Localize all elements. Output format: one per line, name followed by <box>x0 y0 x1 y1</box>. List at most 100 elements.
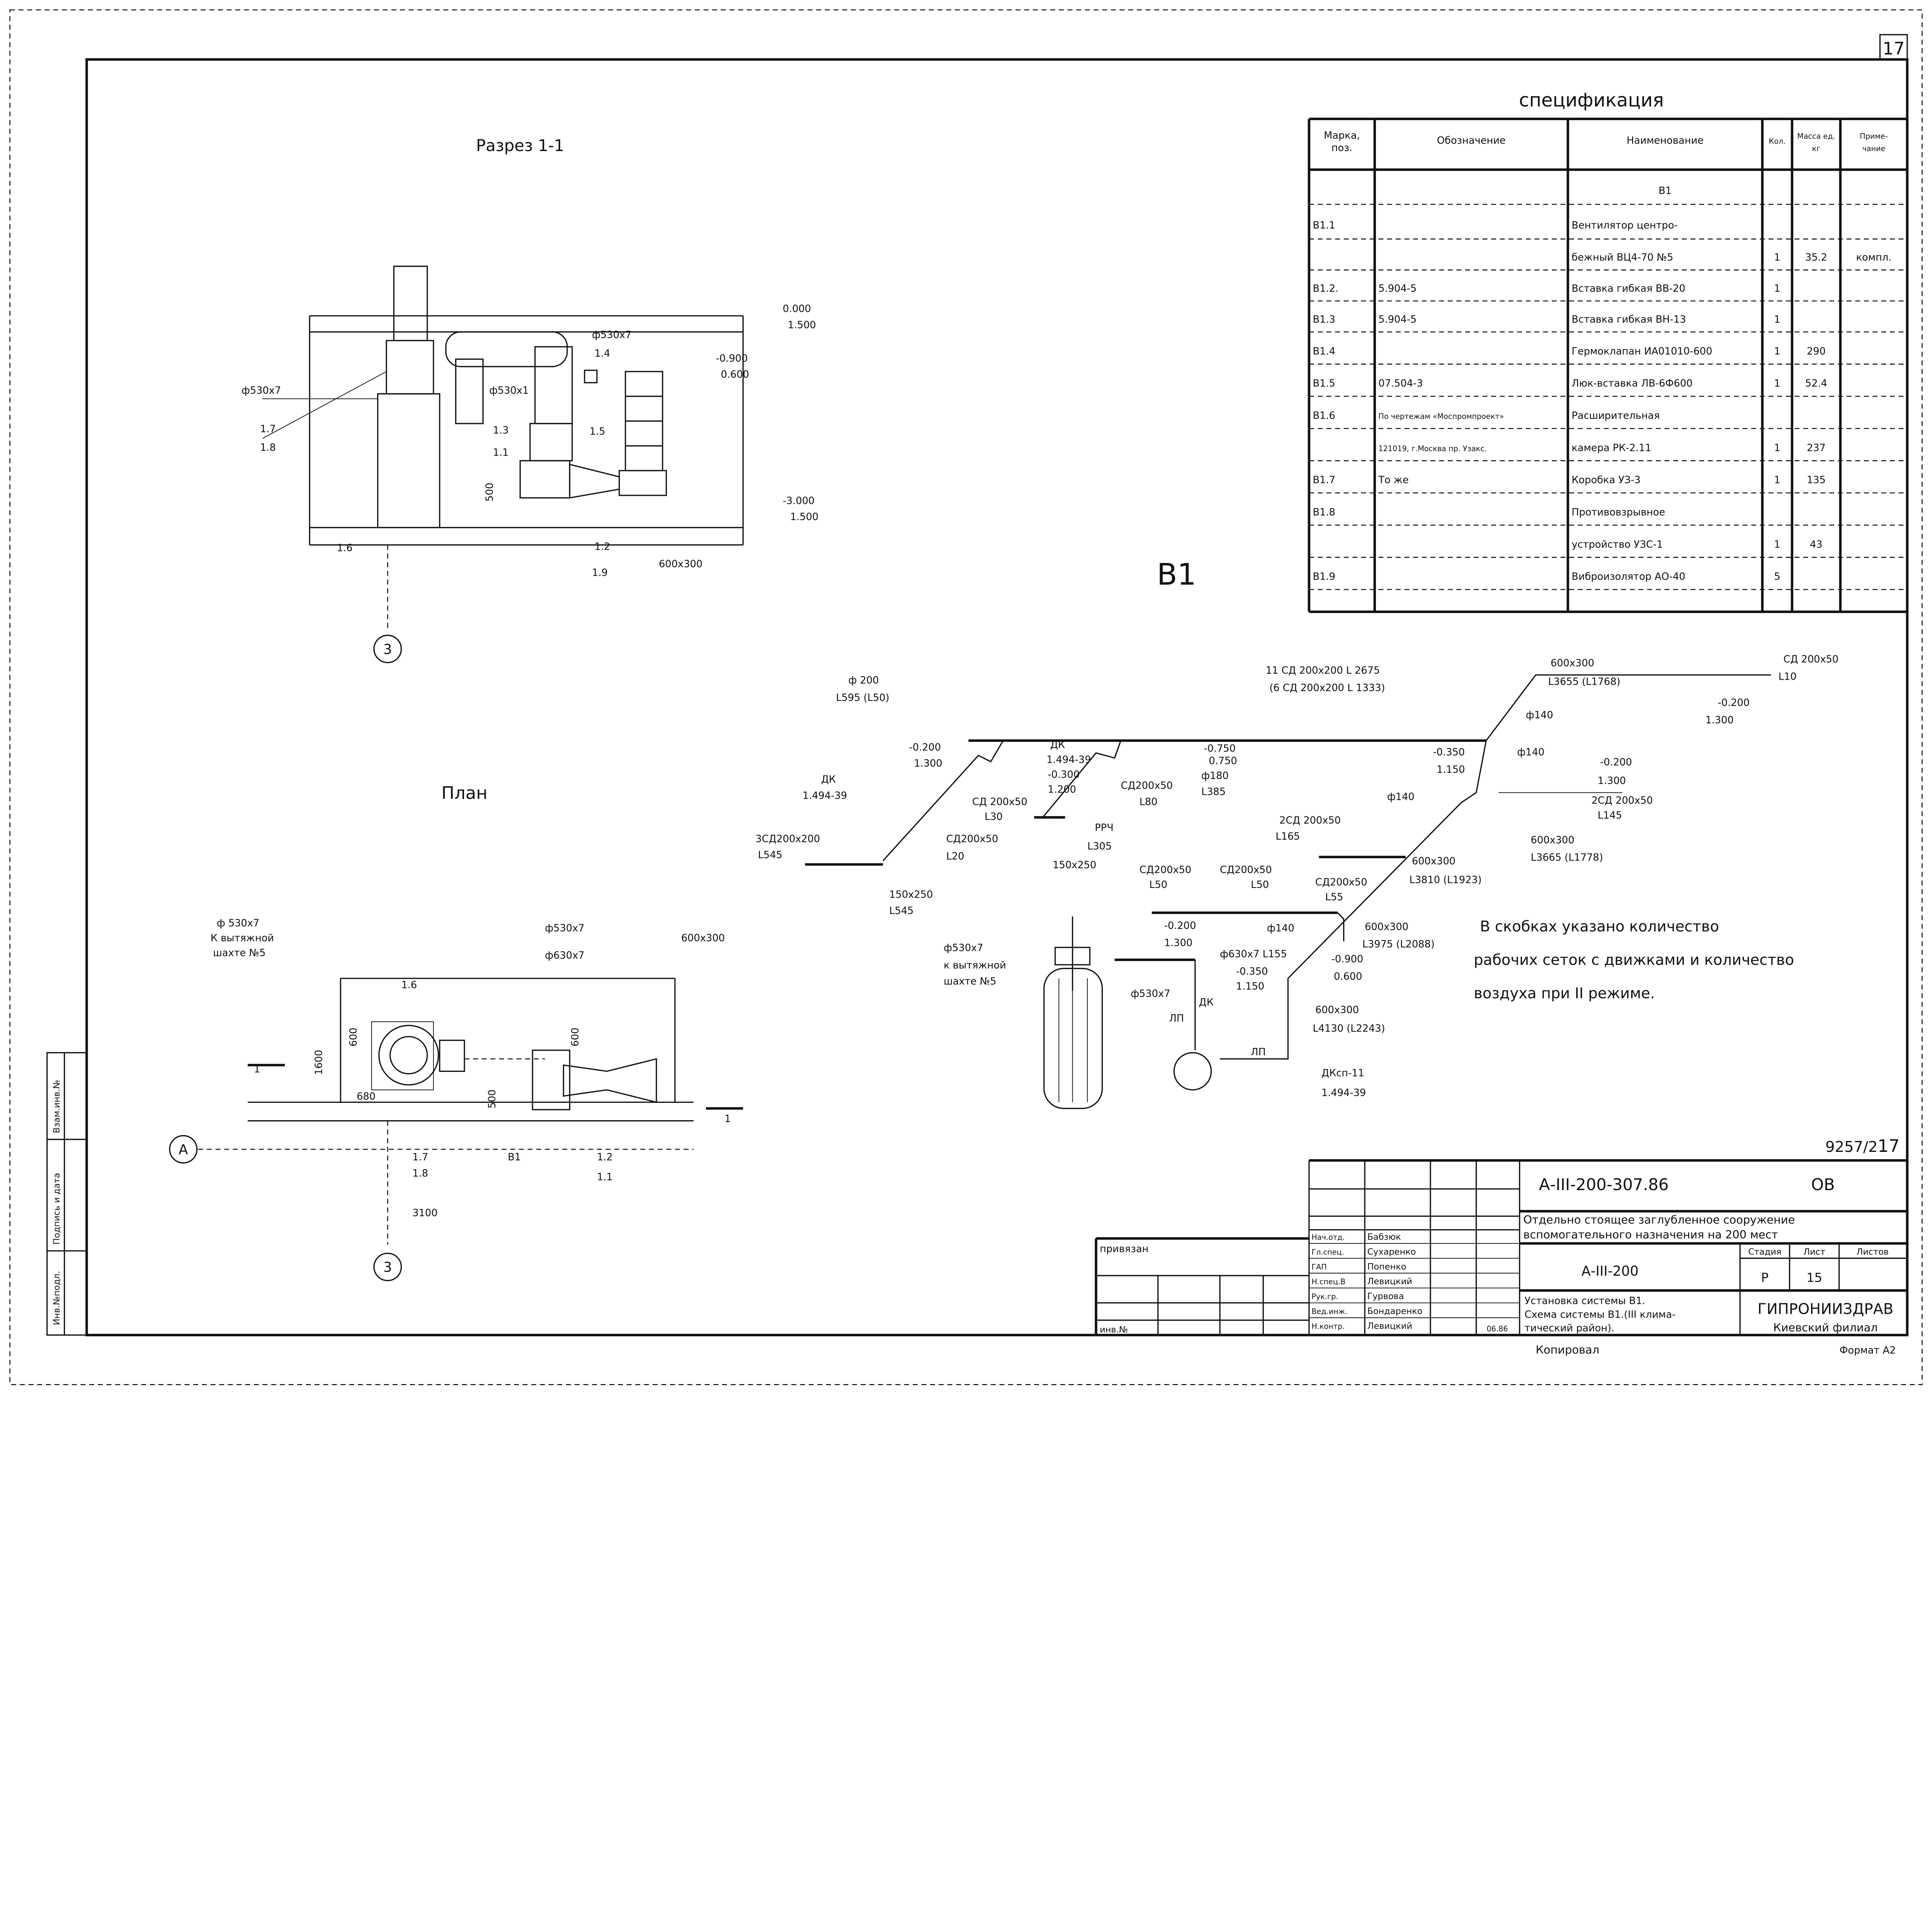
section-label: 1.1 <box>493 447 509 458</box>
schematic-label: 1.494-39 <box>803 790 847 801</box>
schematic-label: ф140 <box>1267 922 1294 934</box>
section-label: 600x300 <box>659 558 702 570</box>
spec-cell: В1.3 <box>1313 314 1335 325</box>
schematic-label: L10 <box>1779 671 1797 683</box>
plan-label: ф530x7 <box>545 922 584 934</box>
plan-label: ф 530x7 <box>217 917 259 929</box>
schematic-label: ЛП <box>1169 1013 1184 1024</box>
schematic-label: СД200x50 <box>1315 877 1367 888</box>
organization-branch: Киевский филиал <box>1773 1321 1878 1334</box>
spec-cell: В1.8 <box>1313 507 1335 518</box>
spec-cell: 43 <box>1810 539 1823 550</box>
spec-cell: Виброизолятор АО-40 <box>1571 571 1685 583</box>
schematic-label: 600x300 <box>1365 921 1408 933</box>
plan-label: 1.2 <box>597 1151 613 1163</box>
section-label: -3.000 <box>783 495 815 507</box>
spec-cell: 135 <box>1807 474 1826 486</box>
schematic-note-line: рабочих сеток с движками и количество <box>1474 951 1794 969</box>
spec-cell: Вентилятор центро- <box>1571 220 1678 231</box>
spec-cell: устройство УЗС-1 <box>1571 539 1663 550</box>
section-label: 1.8 <box>260 442 276 454</box>
spec-header-cell: Обозначение <box>1437 135 1506 146</box>
schematic-label: ф180 <box>1201 770 1229 782</box>
schematic-label: (6 СД 200x200 L 1333) <box>1269 682 1385 694</box>
spec-cell: То же <box>1378 474 1408 486</box>
section-label: 1.500 <box>790 511 818 523</box>
plan-label: 1.8 <box>412 1168 428 1179</box>
plan-label: 600 <box>570 1027 581 1046</box>
schematic-label: -0.750 <box>1204 743 1236 755</box>
schematic-label: 1.494-39 <box>1046 754 1091 765</box>
spec-cell: Расширительная <box>1571 410 1660 422</box>
spec-cell: В1.4 <box>1313 345 1335 357</box>
sign-date: 06.86 <box>1486 1325 1508 1333</box>
schematic-label: 1.150 <box>1437 764 1465 776</box>
outer-dashed-border <box>9 9 1923 1385</box>
schematic-label: -0.350 <box>1433 747 1465 758</box>
object-name-line: Отдельно стоящее заглубленное сооружение <box>1523 1213 1795 1226</box>
section-1-1-drawing <box>262 265 744 632</box>
schematic-label: 600x300 <box>1315 1004 1359 1016</box>
object-name-line: вспомогательного назначения на 200 мест <box>1523 1228 1778 1241</box>
staff-name: Бабзюк <box>1367 1232 1401 1242</box>
corner-number-box <box>1879 34 1908 60</box>
plan-label: 1 <box>254 1064 260 1075</box>
axis-marker-3-label: 3 <box>383 1260 392 1276</box>
left-strip <box>46 1052 87 1336</box>
schematic-label: L3655 (L1768) <box>1548 676 1620 687</box>
schematic-label: 1.300 <box>1598 775 1626 787</box>
schematic-label: к вытяжной <box>944 959 1006 971</box>
organization-name: ГИПРОНИИЗДРАВ <box>1758 1301 1894 1318</box>
plan-label: 1.1 <box>597 1171 613 1183</box>
schematic-label: L3975 (L2088) <box>1362 939 1435 950</box>
section-label: ф530x7 <box>592 329 631 341</box>
spec-cell: В1.1 <box>1313 220 1335 231</box>
bound-label: привязан <box>1100 1243 1148 1255</box>
schematic-label: L3810 (L1923) <box>1409 874 1481 886</box>
spec-cell: 5.904-5 <box>1378 314 1417 325</box>
spec-cell: камера РК-2.11 <box>1571 442 1651 454</box>
schematic-label: L145 <box>1598 810 1622 821</box>
staff-name: Левицкий <box>1367 1277 1412 1287</box>
spec-cell: 237 <box>1807 442 1826 454</box>
schematic-label: 600x300 <box>1551 657 1594 669</box>
inner-frame <box>85 58 1909 1337</box>
schematic-label: -0.350 <box>1236 966 1268 977</box>
plan-label: шахте №5 <box>213 947 265 959</box>
spec-cell: В1.9 <box>1313 571 1335 583</box>
schematic-label: ДКсп-11 <box>1321 1067 1364 1079</box>
schematic-label: ф630x7 L155 <box>1220 949 1287 960</box>
axis-marker-3 <box>373 1252 402 1281</box>
schematic-label: СД200x50 <box>1121 780 1173 792</box>
schematic-label: 150x250 <box>889 889 933 901</box>
section-label: 0.000 <box>783 303 811 315</box>
spec-cell: В1.6 <box>1313 410 1335 422</box>
schematic-label: ДК <box>1050 739 1065 751</box>
schematic-label: L50 <box>1149 879 1167 891</box>
schematic-label: 0.750 <box>1209 755 1237 767</box>
plan-label: 1.6 <box>401 980 417 991</box>
plan-drawing <box>198 978 743 1245</box>
document-number: 9257/2 <box>1825 1138 1878 1156</box>
specification-title: спецификация <box>1519 90 1664 111</box>
spec-cell: 1 <box>1774 474 1780 486</box>
spec-cell: 35.2 <box>1805 252 1827 264</box>
schematic-label: ф140 <box>1526 709 1553 721</box>
spec-header-cell: Наименование <box>1627 135 1704 146</box>
spec-header-cell: Приме-чание <box>1860 132 1888 153</box>
staff-role: Нач.отд. <box>1311 1233 1345 1242</box>
section-label: 1.7 <box>260 423 276 435</box>
schematic-label: L55 <box>1325 891 1343 903</box>
schematic-label: L305 <box>1087 841 1112 852</box>
schematic-label: L50 <box>1251 879 1269 891</box>
plan-title: План <box>441 782 487 803</box>
schematic-label: L4130 (L2243) <box>1313 1023 1385 1034</box>
schematic-label: СД200x50 <box>946 833 998 845</box>
schematic-label: ф140 <box>1517 747 1544 758</box>
section-label: 1.500 <box>787 319 816 331</box>
drawing-name-line: тический район). <box>1525 1323 1615 1334</box>
schematic-label: L30 <box>985 811 1003 823</box>
plan-label: 500 <box>486 1090 498 1109</box>
schematic-label: L20 <box>946 850 964 862</box>
